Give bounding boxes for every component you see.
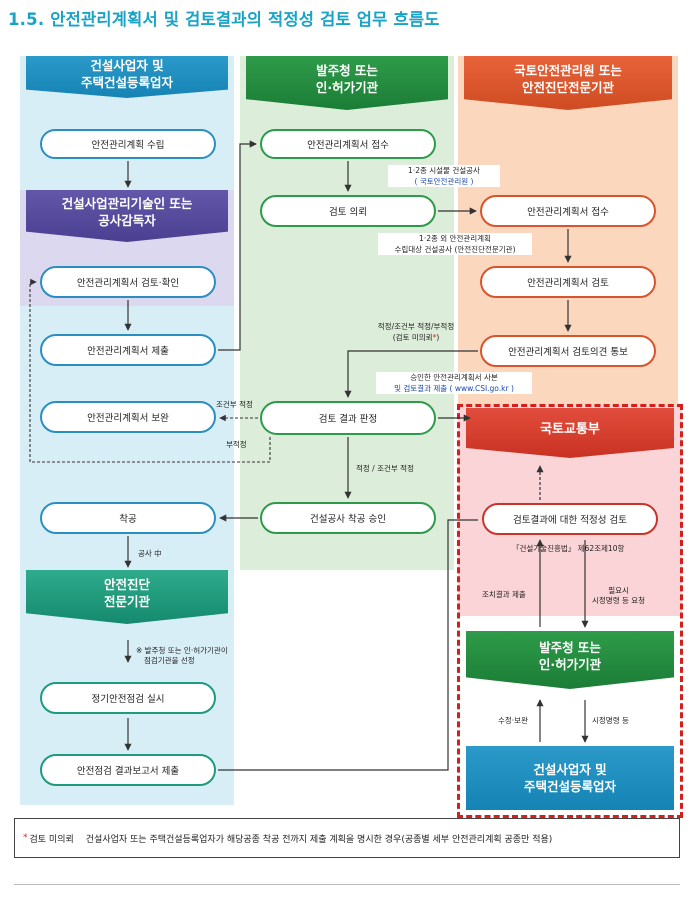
review-request-box: 검토 의뢰 [260,195,436,227]
label-measure: 조치결과 제출 [482,590,526,599]
ministry-review-frame [457,404,683,818]
plan-submit-box: 안전관리계획서 제출 [40,334,216,366]
judge-box: 검토 결과 판정 [260,401,436,435]
label-cond-ok: 조건부 적정 [216,400,253,409]
receive-box: 안전관리계획서 접수 [260,129,436,159]
ministry-header: 국토교통부 [466,408,674,458]
footnote: * 검토 미의뢰 건설사업자 또는 주택건설등록업자가 해당공종 착공 전까지 … [14,818,680,858]
start-box: 착공 [40,502,216,534]
bottom-divider [14,884,680,885]
label-ok-cond: 적정 / 조건부 적정 [356,464,414,473]
agency-review-box: 안전관리계획서 검토 [480,266,656,298]
label-order2: 시정명령 등 [592,716,629,725]
appropriate-review-box: 검토결과에 대한 적정성 검토 [482,503,658,535]
label-not-ok: 부적정 [226,440,247,449]
note-result-type: 적정/조건부 적정/부적정 (검토 미의뢰*) [377,322,455,342]
approve-box: 건설공사 착공 승인 [260,502,436,534]
client-header: 발주청 또는 인·허가기관 [246,56,448,110]
client2-header: 발주청 또는 인·허가기관 [466,631,674,689]
page-title: 1.5. 안전관리계획서 및 검토결과의 적정성 검토 업무 흐름도 [8,10,440,29]
label-revise: 수정·보완 [498,716,528,725]
builder-header: 건설사업자 및 주택건설등록업자 [26,56,228,98]
agency-receive-box: 안전관리계획서 접수 [480,195,656,227]
label-law: 「건설기술진흥법」 제62조제10항 [512,544,625,553]
plan-check-box: 안전관리계획서 검토·확인 [40,266,216,298]
supervisor-header: 건설사업관리기술인 또는 공사감독자 [26,190,228,242]
plan-make-box: 안전관리계획 수립 [40,129,216,159]
note-class12: 1·2종 시설물 건설공사( 국토안전관리원 ) [388,165,500,187]
agency-notify-box: 안전관리계획서 검토의견 통보 [480,335,656,367]
check-report-box: 안전점검 결과보고서 제출 [40,754,216,786]
label-in-progress: 공사 中 [138,549,162,558]
diagnosis-header: 안전진단 전문기관 [26,570,228,624]
builder2-header: 건설사업자 및 주택건설등록업자 [466,746,674,810]
plan-fix-box: 안전관리계획서 보완 [40,401,216,433]
agency-header: 국토안전관리원 또는 안전진단전문기관 [464,56,672,110]
regular-check-box: 정기안전점검 실시 [40,682,216,714]
